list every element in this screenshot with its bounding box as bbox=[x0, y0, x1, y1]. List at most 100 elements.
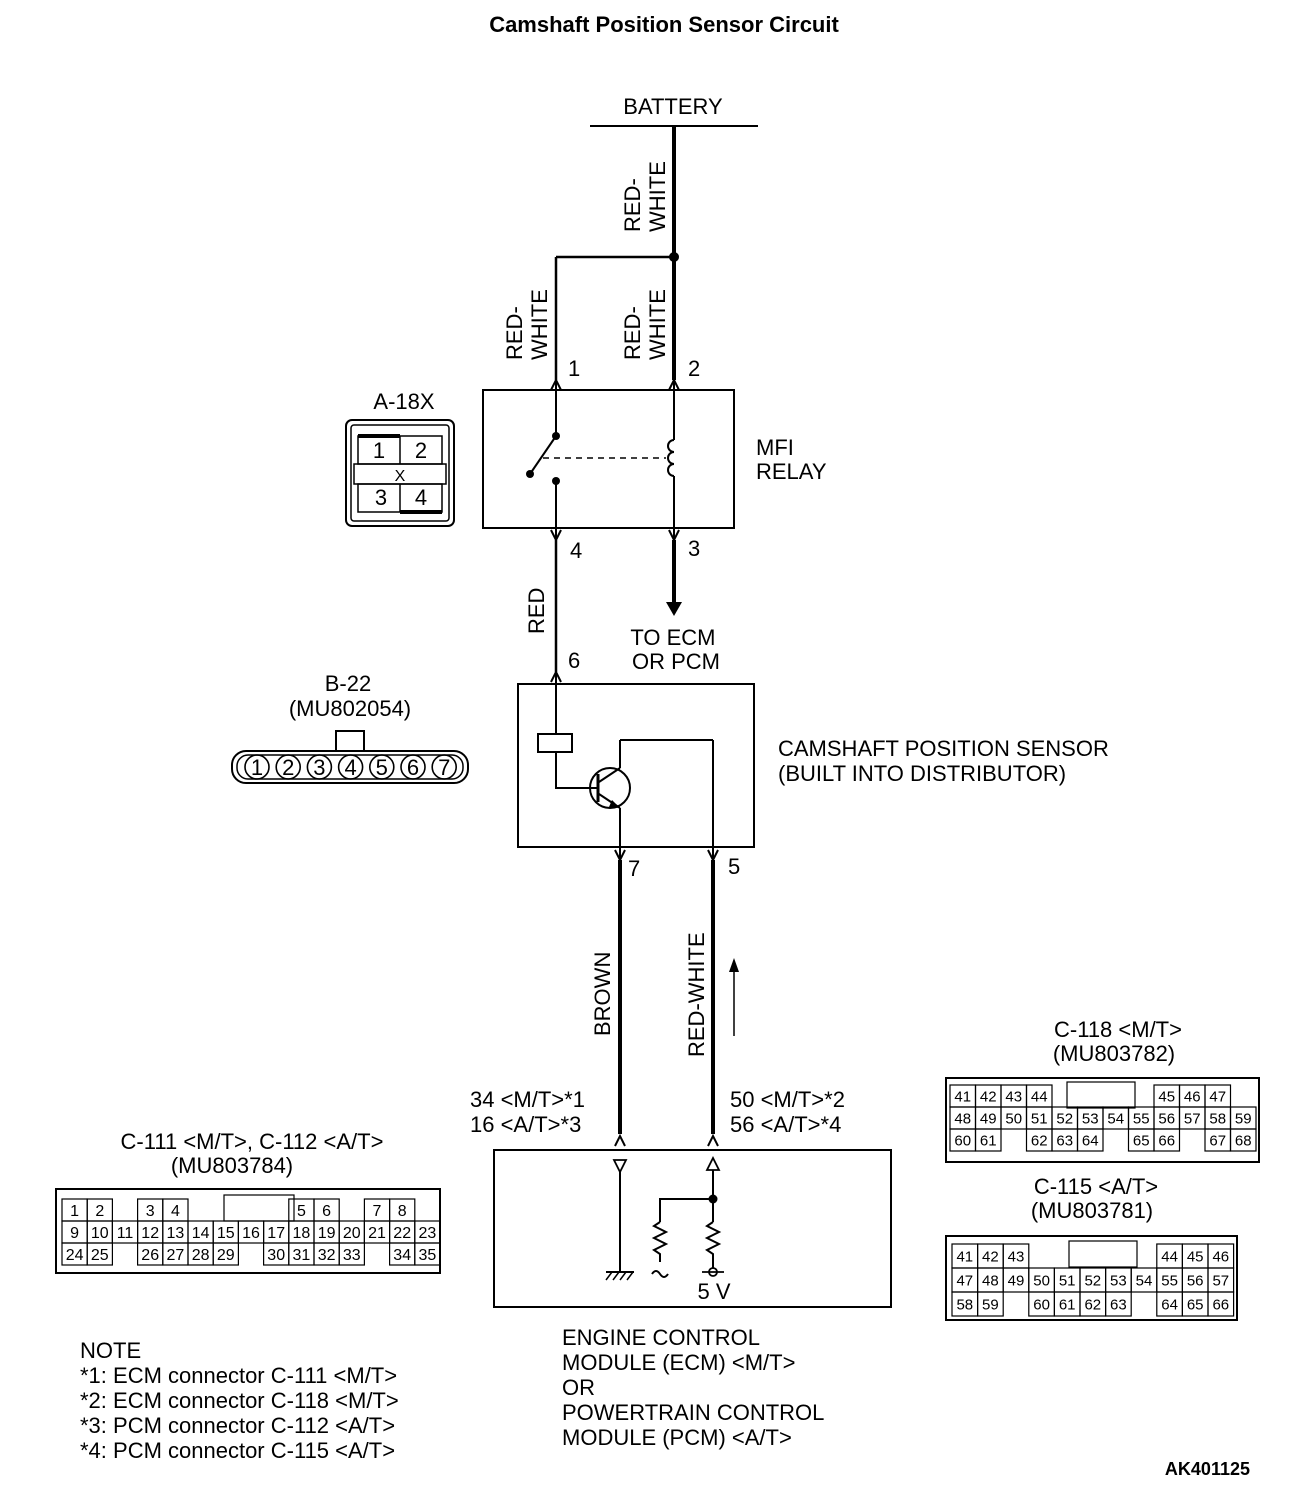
relay-pin-4: 4 bbox=[570, 538, 582, 563]
c115-cell-label: 55 bbox=[1161, 1272, 1178, 1289]
connector-c-115-part: (MU803781) bbox=[1031, 1198, 1153, 1223]
relay-name: MFI RELAY bbox=[756, 435, 827, 484]
relay-coil-icon bbox=[667, 439, 675, 477]
c118-cell-label: 45 bbox=[1158, 1088, 1175, 1105]
c111-cell-label: 30 bbox=[267, 1247, 285, 1264]
c118-cell-label: 47 bbox=[1209, 1088, 1226, 1105]
c118-cell-label: 49 bbox=[980, 1110, 997, 1127]
c115-cell-label: 62 bbox=[1084, 1296, 1101, 1313]
splice-point bbox=[669, 252, 679, 262]
engine-control-module: 5 V bbox=[493, 1135, 892, 1308]
input-triangle-right bbox=[705, 1155, 721, 1171]
c115-cell-label: 51 bbox=[1059, 1272, 1076, 1289]
ground-icon bbox=[605, 1271, 634, 1281]
c118-cell-label: 41 bbox=[954, 1088, 971, 1105]
c115-cell-label: 63 bbox=[1110, 1296, 1127, 1313]
c115-cell bbox=[1207, 1291, 1235, 1317]
module-pin-labels: 34 <M/T>*1 16 <A/T>*3 50 <M/T>*2 56 <A/T… bbox=[470, 1087, 845, 1137]
signal-direction-arrow-icon bbox=[729, 958, 739, 1036]
connector-blank-slot bbox=[1066, 1081, 1136, 1109]
c118-cell-label: 61 bbox=[980, 1132, 997, 1149]
b22-pin-3 bbox=[306, 754, 333, 780]
a18x-cell-3: 3 bbox=[375, 485, 387, 510]
c111-cell-label: 9 bbox=[70, 1225, 79, 1242]
c115-cell-label: 56 bbox=[1187, 1272, 1204, 1289]
c115-cell-label: 42 bbox=[982, 1248, 999, 1265]
c111-cell-label: 1 bbox=[70, 1203, 79, 1220]
b22-pin-6 bbox=[400, 754, 426, 780]
c111-cell-label: 17 bbox=[267, 1225, 285, 1242]
battery-label: BATTERY bbox=[623, 94, 723, 119]
c111-cell-label: 18 bbox=[293, 1225, 311, 1242]
c118-cell-label: 52 bbox=[1056, 1110, 1073, 1127]
a18x-cell-2: 2 bbox=[415, 438, 427, 463]
a18x-cell-1: 1 bbox=[373, 438, 385, 463]
c118-cell-label: 42 bbox=[980, 1088, 997, 1105]
b22-pin-5 bbox=[368, 754, 395, 780]
note-line-1: *1: ECM connector C-111 <M/T> bbox=[80, 1363, 397, 1388]
c118-cell-label: 59 bbox=[1235, 1110, 1252, 1127]
c118-cell-label: 62 bbox=[1031, 1132, 1048, 1149]
connector-blank-slot bbox=[223, 1194, 295, 1222]
a18x-mark: X bbox=[395, 468, 406, 485]
b22-pin-label: 4 bbox=[344, 755, 356, 780]
relay-pin-3: 3 bbox=[688, 536, 700, 561]
note-line-3: *3: PCM connector C-112 <A/T> bbox=[80, 1413, 395, 1438]
sensor-name: CAMSHAFT POSITION SENSOR (BUILT INTO DIS… bbox=[778, 736, 1115, 786]
c118-cell-label: 46 bbox=[1184, 1088, 1201, 1105]
battery: BATTERY bbox=[590, 94, 758, 127]
c118-cell-label: 57 bbox=[1184, 1110, 1201, 1127]
c111-cell-label: 28 bbox=[192, 1247, 210, 1264]
c111-cell-label: 20 bbox=[343, 1225, 361, 1242]
c115-cell bbox=[1104, 1291, 1132, 1317]
c115-cell-label: 64 bbox=[1161, 1296, 1178, 1313]
c111-cell-label: 31 bbox=[293, 1247, 311, 1264]
c118-cell-label: 48 bbox=[954, 1110, 971, 1127]
wires-sensor-to-module: BROWN RED-WHITE bbox=[590, 860, 739, 1134]
connector-a-18x-id: A-18X bbox=[373, 389, 434, 414]
c115-cell-label: 65 bbox=[1187, 1296, 1204, 1313]
b22-pin-label: 3 bbox=[313, 755, 325, 780]
wire-color-red-white: RED-WHITE bbox=[684, 932, 709, 1057]
c115-cell-label: 48 bbox=[982, 1272, 999, 1289]
to-module-label: TO ECM OR PCM bbox=[630, 625, 721, 674]
c115-cell-label: 61 bbox=[1059, 1296, 1076, 1313]
connector-blank-slot bbox=[1068, 1240, 1138, 1268]
wire-color-relay-pin2: RED- WHITE bbox=[620, 289, 670, 360]
note-line-4: *4: PCM connector C-115 <A/T> bbox=[80, 1438, 395, 1463]
c111-cell-label: 14 bbox=[192, 1225, 210, 1242]
camshaft-position-sensor: 6 7 5 CAMSHAFT POSITION SENSOR (BUILT IN… bbox=[517, 648, 1115, 881]
connector-b-22-id: B-22 bbox=[325, 671, 371, 696]
c111-cell-label: 29 bbox=[217, 1247, 235, 1264]
c111-cell-label: 21 bbox=[368, 1225, 386, 1242]
c118-cell-label: 44 bbox=[1031, 1088, 1048, 1105]
c118-cell-label: 56 bbox=[1158, 1110, 1175, 1127]
wire-color-red: RED bbox=[524, 588, 549, 634]
c118-cell-label: 64 bbox=[1082, 1132, 1099, 1149]
c118-cell-label: 58 bbox=[1209, 1110, 1226, 1127]
diagram-title: Camshaft Position Sensor Circuit bbox=[489, 12, 839, 37]
c115-cell-label: 57 bbox=[1212, 1272, 1229, 1289]
b22-pin-label: 5 bbox=[376, 755, 388, 780]
notes: NOTE *1: ECM connector C-111 <M/T> *2: E… bbox=[80, 1338, 399, 1463]
c111-cell-label: 8 bbox=[398, 1203, 407, 1220]
c111-cell-label: 19 bbox=[318, 1225, 336, 1242]
c118-cell-label: 54 bbox=[1107, 1110, 1124, 1127]
c111-cell-label: 11 bbox=[117, 1225, 134, 1242]
c111-cell-label: 32 bbox=[318, 1247, 336, 1264]
relay-pin-2: 2 bbox=[688, 356, 700, 381]
c111-cell-label: 10 bbox=[91, 1225, 109, 1242]
connector-c-118-part: (MU803782) bbox=[1053, 1041, 1175, 1066]
relay-pin-1: 1 bbox=[568, 356, 580, 381]
b22-pin-2 bbox=[275, 754, 302, 780]
b22-pin-1 bbox=[244, 754, 270, 780]
c111-cell-label: 25 bbox=[91, 1247, 109, 1264]
c111-cell-label: 3 bbox=[146, 1203, 155, 1220]
c111-cell-label: 7 bbox=[373, 1203, 382, 1220]
module-name: ENGINE CONTROL MODULE (ECM) <M/T> OR POW… bbox=[562, 1325, 830, 1450]
